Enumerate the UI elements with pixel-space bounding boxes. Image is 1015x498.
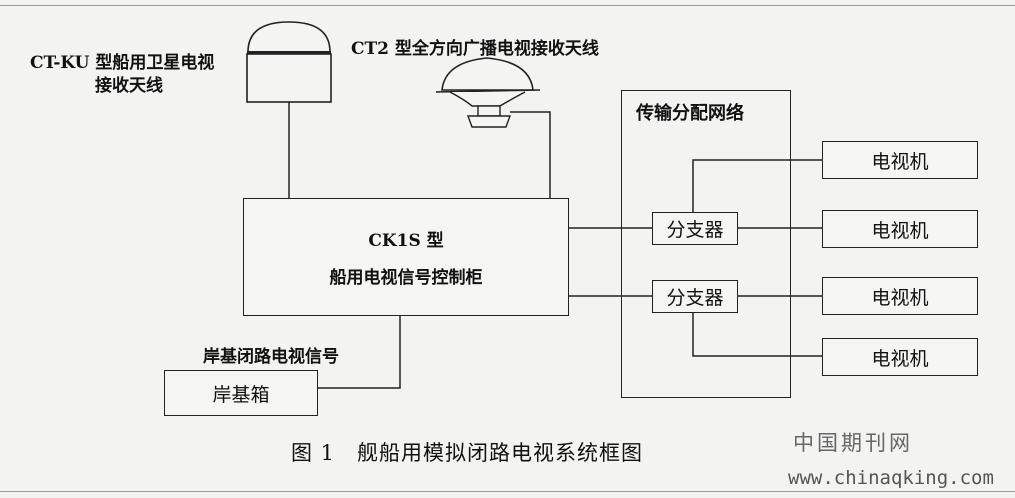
tv-3: 电视机 — [822, 277, 978, 315]
bottom-rule — [0, 491, 1015, 492]
figure-caption: 图 1 舰船用模拟闭路电视系统框图 — [291, 441, 644, 465]
controller-model: CK1S 型 — [368, 231, 444, 251]
controller-cabinet: CK1S 型 船用电视信号控制柜 — [243, 198, 569, 316]
network-title: 传输分配网络 — [636, 103, 744, 124]
shore-box: 岸基箱 — [164, 370, 318, 416]
splitter-1: 分支器 — [652, 212, 738, 245]
splitter-2: 分支器 — [652, 280, 738, 313]
watermark-site-name: 中国期刊网 — [793, 431, 913, 455]
transmission-network-frame — [621, 90, 791, 398]
tv-4: 电视机 — [822, 338, 978, 376]
connection-lines — [288, 102, 822, 389]
watermark-url: www.chinaqking.com — [788, 467, 994, 489]
tv-2: 电视机 — [822, 210, 978, 248]
controller-name: 船用电视信号控制柜 — [329, 268, 483, 288]
ctku-antenna-label-line1: CT-KU 型船用卫星电视 — [30, 53, 215, 73]
ctku-dome-antenna-icon — [246, 21, 332, 103]
tv-1: 电视机 — [822, 141, 978, 179]
ct2-antenna-label: CT2 型全方向广播电视接收天线 — [351, 39, 599, 59]
shore-signal-label: 岸基闭路电视信号 — [203, 347, 339, 367]
ctku-antenna-label-line2: 接收天线 — [95, 76, 163, 96]
top-rule — [0, 5, 1015, 6]
ct2-omni-antenna-icon — [435, 57, 541, 128]
